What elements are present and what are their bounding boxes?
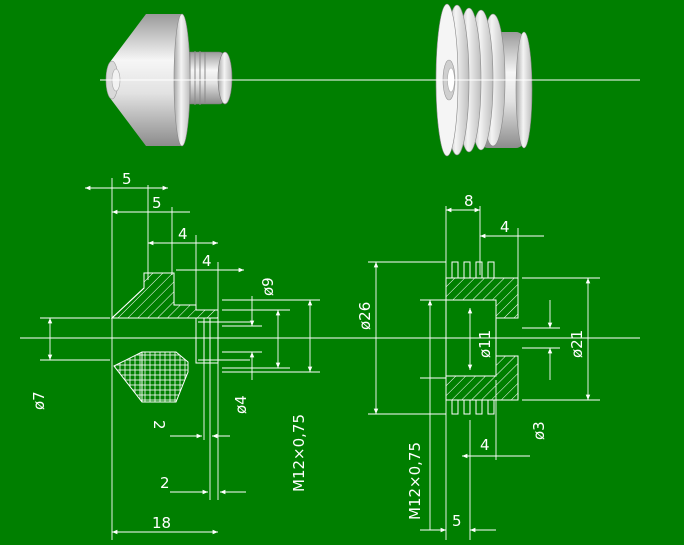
dim-phi11: ø11 — [476, 330, 494, 358]
dim-4-top-right: 4 — [500, 218, 510, 236]
dim-4-second: 4 — [202, 252, 212, 270]
dim-5-top: 5 — [122, 170, 132, 188]
right-dimension-labels: 8 4 ø26 ø11 ø21 ø3 4 M12×0,75 5 — [356, 192, 586, 530]
right-dimension-lines — [368, 206, 600, 540]
left-dimension-lines — [40, 178, 320, 540]
dim-4-first: 4 — [178, 225, 188, 243]
dim-phi9: ø9 — [259, 277, 277, 296]
dim-thread-left: M12×0,75 — [290, 414, 308, 492]
dim-phi26: ø26 — [356, 302, 374, 330]
dim-phi4: ø4 — [232, 395, 250, 414]
dim-8: 8 — [464, 192, 474, 210]
dim-2-upper: 2 — [150, 420, 168, 430]
dim-5-second: 5 — [152, 194, 162, 212]
dim-phi7: ø7 — [30, 391, 48, 410]
dim-18: 18 — [152, 514, 171, 532]
dim-4-bottom-right: 4 — [480, 436, 490, 454]
dim-phi21: ø21 — [568, 330, 586, 358]
left-dimension-labels: 5 5 4 4 ø9 ø7 ø4 M12×0,75 2 2 18 — [30, 170, 308, 532]
dim-2-lower: 2 — [160, 474, 170, 492]
dim-5-right: 5 — [452, 512, 462, 530]
left-section-drawing — [110, 272, 250, 403]
dim-thread-right: M12×0,75 — [406, 442, 424, 520]
dim-phi3: ø3 — [530, 421, 548, 440]
